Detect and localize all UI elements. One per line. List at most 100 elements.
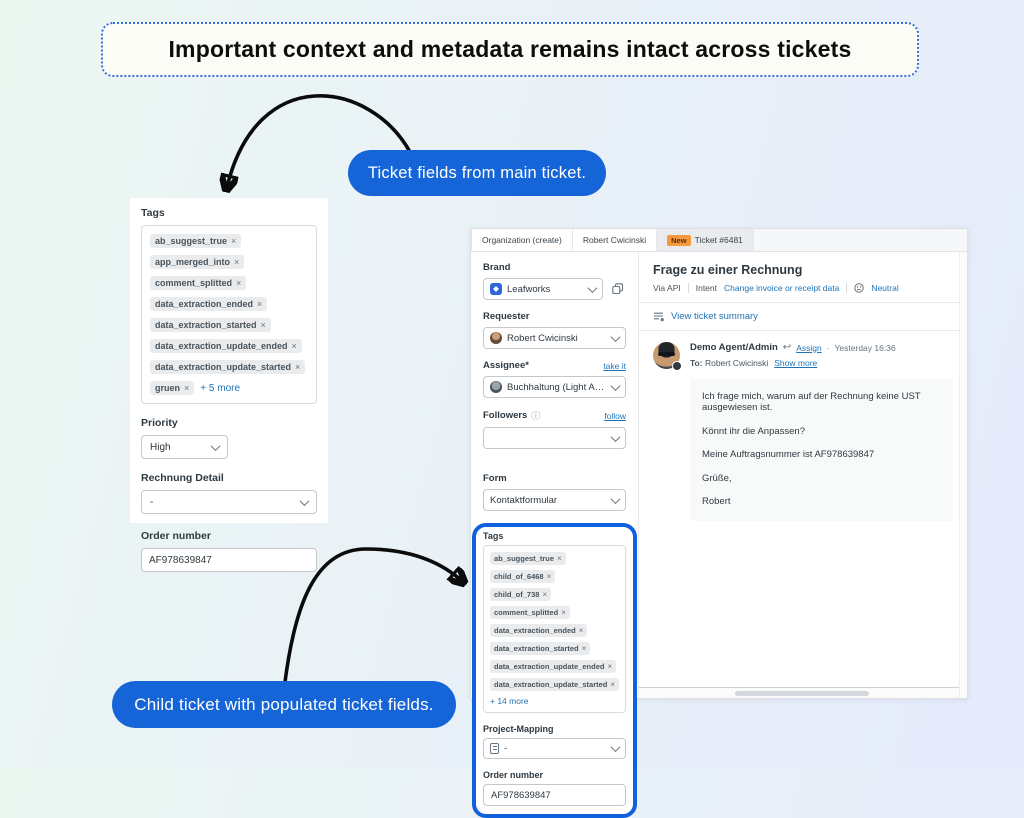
remove-tag-icon[interactable]: × bbox=[234, 257, 240, 267]
remove-tag-icon[interactable]: × bbox=[581, 644, 587, 653]
agent-avatar[interactable] bbox=[653, 342, 682, 371]
tags-label: Tags bbox=[141, 207, 165, 219]
horizontal-scrollbar[interactable] bbox=[639, 687, 959, 698]
tab-organization-label: Organization (create) bbox=[482, 235, 562, 245]
tag-pill: data_extraction_update_ended× bbox=[490, 660, 617, 673]
chevron-down-icon bbox=[210, 440, 221, 451]
tag-pill: child_of_738× bbox=[490, 588, 552, 601]
follow-link[interactable]: follow bbox=[604, 410, 626, 421]
tag-pill: ab_suggest_true× bbox=[490, 552, 566, 565]
form-label: Form bbox=[483, 473, 507, 484]
message-author: Demo Agent/Admin bbox=[690, 342, 778, 353]
order-number-input[interactable] bbox=[483, 784, 626, 806]
take-it-link[interactable]: take it bbox=[603, 360, 626, 371]
vertical-scrollbar[interactable] bbox=[959, 252, 967, 698]
intent-link[interactable]: Change invoice or receipt data bbox=[724, 283, 840, 293]
chevron-down-icon bbox=[610, 742, 621, 753]
remove-tag-icon[interactable]: × bbox=[291, 341, 297, 351]
brand-logo-icon bbox=[490, 283, 502, 295]
callout-main-ticket-label: Ticket fields from main ticket. bbox=[367, 163, 587, 182]
more-tags-link[interactable]: + 14 more bbox=[490, 696, 529, 706]
assign-link[interactable]: Assign bbox=[796, 342, 822, 353]
remove-tag-icon[interactable]: × bbox=[231, 236, 237, 246]
tab-organization[interactable]: Organization (create) bbox=[471, 229, 573, 251]
view-ticket-summary-link[interactable]: View ticket summary bbox=[671, 311, 758, 322]
remove-tag-icon[interactable]: × bbox=[236, 278, 242, 288]
tab-bar: Organization (create) Robert Cwicinski N… bbox=[471, 229, 967, 252]
requester-select[interactable]: Robert Cwicinski bbox=[483, 327, 626, 349]
summary-icon bbox=[653, 311, 664, 322]
callout-child-ticket: Child ticket with populated ticket field… bbox=[112, 681, 456, 728]
tags-field[interactable]: ab_suggest_true× child_of_6468× child_of… bbox=[483, 545, 626, 713]
remove-tag-icon[interactable]: × bbox=[260, 320, 266, 330]
brand-select[interactable]: Leafworks bbox=[483, 278, 603, 300]
show-more-link[interactable]: Show more bbox=[774, 358, 818, 368]
copy-icon[interactable] bbox=[610, 281, 626, 297]
remove-tag-icon[interactable]: × bbox=[546, 572, 552, 581]
title-banner: Important context and metadata remains i… bbox=[101, 22, 919, 77]
order-number-label: Order number bbox=[141, 530, 212, 542]
order-number-input[interactable] bbox=[141, 548, 317, 572]
tag-pill: comment_splitted× bbox=[490, 606, 570, 619]
page-title: Important context and metadata remains i… bbox=[168, 36, 852, 62]
tab-requester-label: Robert Cwicinski bbox=[582, 235, 647, 245]
assignee-avatar bbox=[490, 381, 502, 393]
sentiment-link[interactable]: Neutral bbox=[871, 283, 899, 293]
arrow-to-main-ticket-fields bbox=[195, 94, 412, 215]
assignee-value: Buchhaltung (Light Agents) bbox=[507, 381, 607, 393]
rechnung-detail-select[interactable]: - bbox=[141, 490, 317, 514]
remove-tag-icon[interactable]: × bbox=[607, 662, 613, 671]
brand-value: Leafworks bbox=[507, 283, 551, 295]
chevron-down-icon bbox=[610, 331, 621, 342]
tag-pill: ab_suggest_true× bbox=[150, 234, 242, 248]
rechnung-detail-label: Rechnung Detail bbox=[141, 472, 224, 484]
remove-tag-icon[interactable]: × bbox=[561, 608, 566, 617]
assignee-label: Assignee* bbox=[483, 360, 529, 371]
remove-tag-icon[interactable]: × bbox=[578, 626, 584, 635]
assignee-select[interactable]: Buchhaltung (Light Agents) bbox=[483, 376, 626, 398]
followers-select[interactable] bbox=[483, 427, 626, 449]
chevron-down-icon bbox=[610, 493, 621, 504]
divider bbox=[687, 283, 689, 293]
tags-field[interactable]: ab_suggest_true× app_merged_into× commen… bbox=[141, 225, 317, 404]
to-recipient: Robert Cwicinski bbox=[704, 358, 769, 368]
remove-tag-icon[interactable]: × bbox=[295, 362, 301, 372]
avatar-badge-icon bbox=[672, 361, 682, 371]
message-line: Ich frage mich, warum auf der Rechnung k… bbox=[702, 391, 921, 414]
message-line: Grüße, bbox=[702, 472, 732, 484]
chevron-down-icon bbox=[299, 495, 310, 506]
priority-label: Priority bbox=[141, 417, 178, 429]
project-mapping-select[interactable]: - bbox=[483, 738, 626, 759]
ticket-sidebar: Brand Leafworks Requester Robert Cwicins… bbox=[471, 252, 639, 818]
tag-pill: data_extraction_ended× bbox=[150, 297, 268, 311]
chevron-down-icon bbox=[587, 282, 598, 293]
via-channel: Via API bbox=[653, 283, 681, 293]
remove-tag-icon[interactable]: × bbox=[610, 680, 616, 689]
project-mapping-value: - bbox=[504, 743, 508, 754]
priority-value: High bbox=[150, 441, 171, 453]
new-status-badge: New bbox=[667, 234, 691, 246]
tag-pill: data_extraction_update_started× bbox=[490, 678, 620, 691]
form-value: Kontaktformular bbox=[490, 494, 558, 506]
scrollbar-thumb[interactable] bbox=[735, 691, 870, 696]
priority-select[interactable]: High bbox=[141, 435, 228, 459]
ticket-subject: Frage zu einer Rechnung bbox=[653, 263, 803, 277]
form-select[interactable]: Kontaktformular bbox=[483, 489, 626, 511]
chevron-down-icon bbox=[610, 380, 621, 391]
tab-ticket-label: Ticket #6481 bbox=[694, 235, 743, 245]
remove-tag-icon[interactable]: × bbox=[257, 299, 263, 309]
tag-pill: data_extraction_update_started× bbox=[150, 360, 306, 374]
message-line: Meine Auftragsnummer ist AF978639847 bbox=[702, 449, 875, 461]
remove-tag-icon[interactable]: × bbox=[557, 554, 562, 563]
remove-tag-icon[interactable]: × bbox=[542, 590, 548, 599]
dot-separator: · bbox=[826, 342, 830, 353]
more-tags-link[interactable]: + 5 more bbox=[200, 382, 241, 394]
requester-label: Requester bbox=[483, 311, 530, 322]
tab-requester[interactable]: Robert Cwicinski bbox=[572, 229, 658, 251]
tag-pill: child_of_6468× bbox=[490, 570, 556, 583]
tab-ticket[interactable]: New Ticket #6481 bbox=[657, 229, 754, 251]
message-line: Robert bbox=[702, 495, 731, 507]
remove-tag-icon[interactable]: × bbox=[184, 383, 190, 393]
message-timestamp: Yesterday 16:36 bbox=[834, 342, 896, 353]
to-label: To: bbox=[690, 358, 703, 368]
